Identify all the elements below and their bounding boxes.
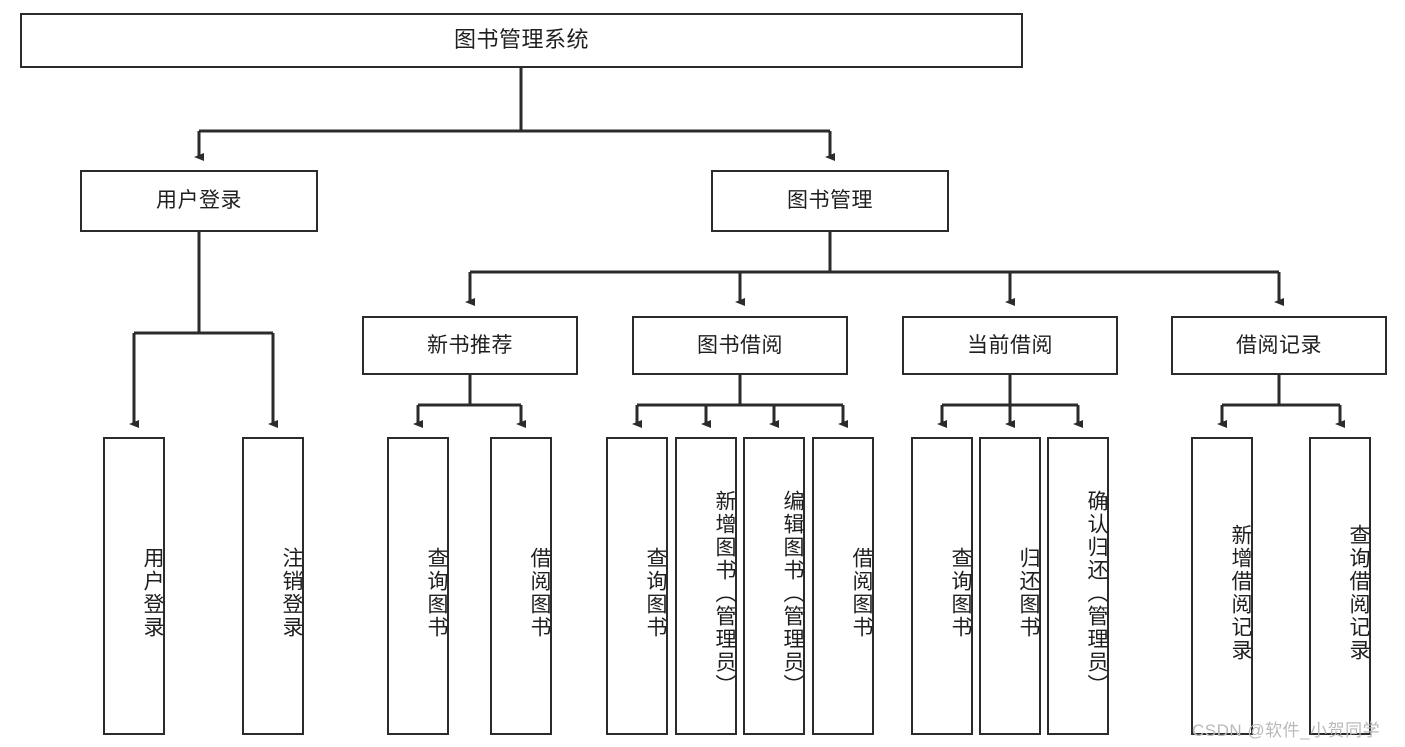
leaf-confirm-return[interactable]: 确认归还（管理员） <box>1047 437 1109 735</box>
node-root[interactable]: 图书管理系统 <box>20 13 1023 68</box>
leaf-query-book-1[interactable]: 查询图书 <box>387 437 449 735</box>
node-book-manage-label: 图书管理 <box>787 189 873 213</box>
node-borrow-record-label: 借阅记录 <box>1236 333 1322 357</box>
csdn-watermark: CSDN @软件_小贺同学 <box>1192 721 1381 740</box>
leaf-borrow-book-2-label: 借阅图书 <box>850 547 873 639</box>
leaf-return-book-label: 归还图书 <box>1017 547 1040 639</box>
leaf-add-record-label: 新增借阅记录 <box>1229 524 1252 662</box>
leaf-borrow-book-1-label: 借阅图书 <box>528 547 551 639</box>
leaf-query-book-2-label: 查询图书 <box>644 547 667 639</box>
node-current-borrow-label: 当前借阅 <box>967 333 1053 357</box>
leaf-logout-login-label: 注销登录 <box>280 547 303 639</box>
node-user-login-label: 用户登录 <box>156 189 242 213</box>
leaf-confirm-return-label: 确认归还（管理员） <box>1085 489 1108 697</box>
node-book-borrow[interactable]: 图书借阅 <box>632 316 848 375</box>
leaf-logout-login[interactable]: 注销登录 <box>242 437 304 735</box>
leaf-add-book[interactable]: 新增图书（管理员） <box>675 437 737 735</box>
node-new-book-recommend-label: 新书推荐 <box>427 333 513 357</box>
node-root-label: 图书管理系统 <box>453 27 589 53</box>
node-book-borrow-label: 图书借阅 <box>697 333 783 357</box>
node-new-book-recommend[interactable]: 新书推荐 <box>362 316 578 375</box>
leaf-borrow-book-2[interactable]: 借阅图书 <box>812 437 874 735</box>
node-book-manage[interactable]: 图书管理 <box>711 170 949 232</box>
leaf-add-book-label: 新增图书（管理员） <box>713 489 736 697</box>
leaf-add-record[interactable]: 新增借阅记录 <box>1191 437 1253 735</box>
leaf-edit-book-label: 编辑图书（管理员） <box>781 489 804 697</box>
leaf-return-book[interactable]: 归还图书 <box>979 437 1041 735</box>
leaf-borrow-book-1[interactable]: 借阅图书 <box>490 437 552 735</box>
leaf-user-login[interactable]: 用户登录 <box>103 437 165 735</box>
leaf-query-record-label: 查询借阅记录 <box>1347 524 1370 662</box>
node-borrow-record[interactable]: 借阅记录 <box>1171 316 1387 375</box>
leaf-query-book-3-label: 查询图书 <box>949 547 972 639</box>
leaf-query-record[interactable]: 查询借阅记录 <box>1309 437 1371 735</box>
leaf-user-login-label: 用户登录 <box>141 547 164 639</box>
leaf-query-book-1-label: 查询图书 <box>425 547 448 639</box>
leaf-query-book-3[interactable]: 查询图书 <box>911 437 973 735</box>
leaf-edit-book[interactable]: 编辑图书（管理员） <box>743 437 805 735</box>
leaf-query-book-2[interactable]: 查询图书 <box>606 437 668 735</box>
node-user-login[interactable]: 用户登录 <box>80 170 318 232</box>
node-current-borrow[interactable]: 当前借阅 <box>902 316 1118 375</box>
